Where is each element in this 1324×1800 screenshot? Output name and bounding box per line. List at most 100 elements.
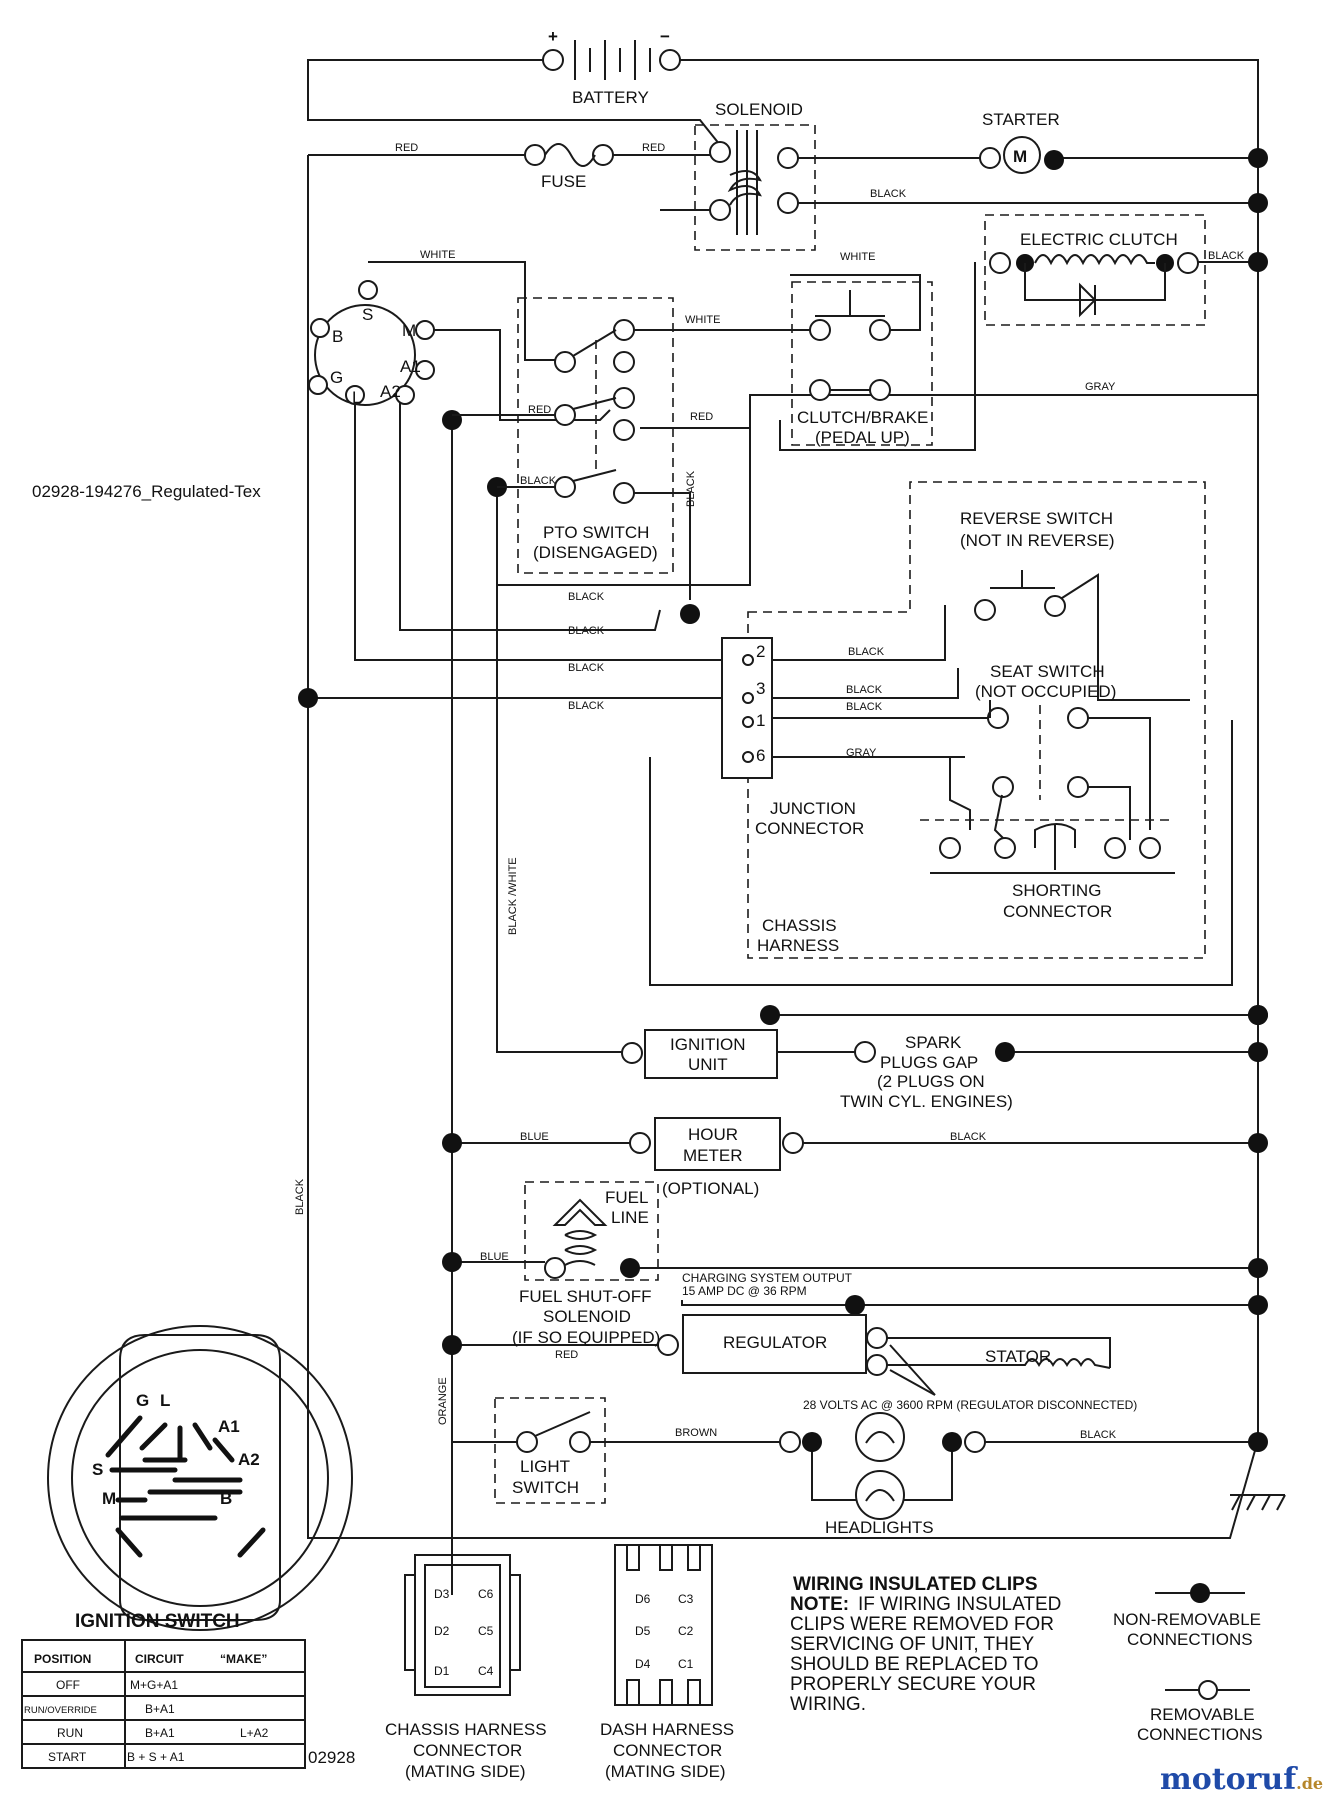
hour-meter-label: HOUR [688,1125,738,1144]
electric-clutch-label: ELECTRIC CLUTCH [1020,230,1178,249]
table-cell: RUN/OVERRIDE [24,1705,97,1716]
seat-switch-state: (NOT OCCUPIED) [975,682,1116,701]
seat-switch-label: SEAT SWITCH [990,662,1105,681]
battery-positive-label: + [548,27,558,46]
legend-non-removable-2: CONNECTIONS [1127,1630,1253,1649]
chassis-connector-caption: CHASSIS HARNESS [385,1720,547,1739]
chassis-pin: D1 [434,1664,450,1678]
light-switch: LIGHT SWITCH ORANGE BROWN BLACK [437,1377,1117,1504]
wire-orange-label: ORANGE [437,1377,449,1425]
hour-meter: HOUR METER (OPTIONAL) BLUE BLACK [442,1117,1268,1198]
chassis-harness-label: CHASSIS [762,916,837,935]
fuel-line-label: FUEL [605,1188,648,1207]
terminal-a2-label: A2 [380,382,401,401]
spark-plugs-label: SPARK [905,1033,962,1052]
hour-meter-label-2: METER [683,1146,743,1165]
ignition-switch-terminals: S M B A1 G L A2 WHITE [308,249,455,407]
table-cell: B + S + A1 [127,1750,185,1764]
reverse-switch-label: REVERSE SWITCH [960,509,1113,528]
junction-connector-label-2: CONNECTOR [755,819,864,838]
dash-pin: C1 [678,1657,694,1671]
fuse: FUSE RED RED [395,142,665,191]
right-rail-connections [1248,148,1268,1025]
wire-black-label: BLACK [870,188,907,200]
frame-wires [307,59,1259,1595]
headlights-label: HEADLIGHTS [825,1518,934,1537]
wiring-clips-note: WIRING INSULATED CLIPS NOTE: IF WIRING I… [790,1574,1061,1715]
starter: STARTER M BLACK [870,110,1064,200]
note-line: WIRING. [790,1694,866,1715]
face-letter-m: M [102,1489,116,1508]
fuel-solenoid-label: FUEL SHUT-OFF [519,1287,652,1306]
chassis-connector-caption-3: (MATING SIDE) [405,1762,526,1781]
wire-black-label: BLACK [568,625,605,637]
footer-code: 02928 [308,1748,355,1767]
wire-blue-label: BLUE [520,1131,549,1143]
table-cell: RUN [57,1726,83,1740]
light-switch-label: LIGHT [520,1457,570,1476]
wire-gray-label: GRAY [846,747,877,759]
chassis-connector-caption-2: CONNECTOR [413,1741,522,1760]
shorting-connector-label: SHORTING [1012,881,1101,900]
wire-blue-label: BLUE [480,1251,509,1263]
shorting-connector-label-2: CONNECTOR [1003,902,1112,921]
legend: NON-REMOVABLE CONNECTIONS REMOVABLE CONN… [1113,1583,1263,1744]
terminal-b-label: B [332,327,343,346]
face-letter-a2: A2 [238,1450,260,1469]
dash-pin: C3 [678,1592,694,1606]
note-line: IF WIRING INSULATED [858,1594,1061,1615]
wire-black-label: BLACK [568,591,605,603]
wire-brown-label: BROWN [675,1427,717,1439]
battery: + − BATTERY [542,27,681,107]
chassis-pin: D2 [434,1624,450,1638]
wire-black-label: BLACK [846,684,883,696]
note-line: PROPERLY SECURE YOUR [790,1674,1036,1695]
clutch-brake-state: (PEDAL UP) [815,428,910,447]
junction-connector-label: JUNCTION [770,799,856,818]
wire-white-label: WHITE [420,249,455,261]
terminal-g-label: G [330,368,343,387]
spark-plugs-gap: PLUGS GAP [880,1053,978,1072]
face-letter-a1: A1 [218,1417,240,1436]
chassis-pin: D3 [434,1587,450,1601]
face-letter-g: G [136,1391,149,1410]
dash-pin: D6 [635,1592,651,1606]
wire-black-label: BLACK [568,662,605,674]
face-letter-b: B [220,1489,232,1508]
brand-logo: motoruf.de [1160,1762,1323,1797]
pto-switch-label: PTO SWITCH [543,523,649,542]
regulator: CHARGING SYSTEM OUTPUT 15 AMP DC @ 36 RP… [442,1271,1268,1412]
table-cell: B+A1 [145,1726,175,1740]
electric-clutch: ELECTRIC CLUTCH BLACK GRAY [984,214,1245,393]
fuse-label: FUSE [541,172,586,191]
wire-black-label: BLACK [568,700,605,712]
battery-negative-label: − [660,27,670,46]
note-line: SERVICING OF UNIT, THEY [790,1634,1035,1655]
chassis-harness-connector: D3 C6 D2 C5 D1 C4 CHASSIS HARNESS CONNEC… [385,1554,547,1781]
dash-pin: D5 [635,1624,651,1638]
note-line: CLIPS WERE REMOVED FOR [790,1614,1054,1635]
legend-non-removable: NON-REMOVABLE [1113,1610,1261,1629]
ignition-switch-title: IGNITION SWITCH [75,1611,240,1632]
junction-pin-1: 1 [756,711,765,730]
table-header-make: “MAKE” [220,1652,267,1666]
wire-red-label: RED [395,142,418,154]
ignition-unit: IGNITION UNIT SPARK PLUGS GAP (2 PLUGS O… [621,1005,1268,1111]
diagram-code: 02928-194276_Regulated-Tex [32,482,261,501]
dash-connector-caption-2: CONNECTOR [613,1741,722,1760]
wire-red-label: RED [528,404,551,416]
brand-name: motoruf [1160,1762,1297,1797]
wire-black-label: BLACK [1208,250,1245,262]
junction-connector: 2 3 1 6 JUNCTION CONNECTOR BLACK BLACK B… [298,591,885,935]
charging-output-rating: 15 AMP DC @ 36 RPM [682,1284,807,1298]
ignition-switch-face: G L A1 S A2 M B IGNITION SWITCH [47,1325,353,1632]
ignition-switch-table: POSITION CIRCUIT “MAKE” OFF M+G+A1 RUN/O… [21,1639,306,1769]
starter-label: STARTER [982,110,1060,129]
table-cell: OFF [56,1678,80,1692]
wire-white-label: WHITE [840,251,875,263]
headlights: HEADLIGHTS [779,1412,1286,1537]
terminal-l-label: L [352,388,361,407]
wire-red-label: RED [555,1349,578,1361]
ignition-unit-label: IGNITION [670,1035,746,1054]
face-letter-l: L [160,1391,170,1410]
